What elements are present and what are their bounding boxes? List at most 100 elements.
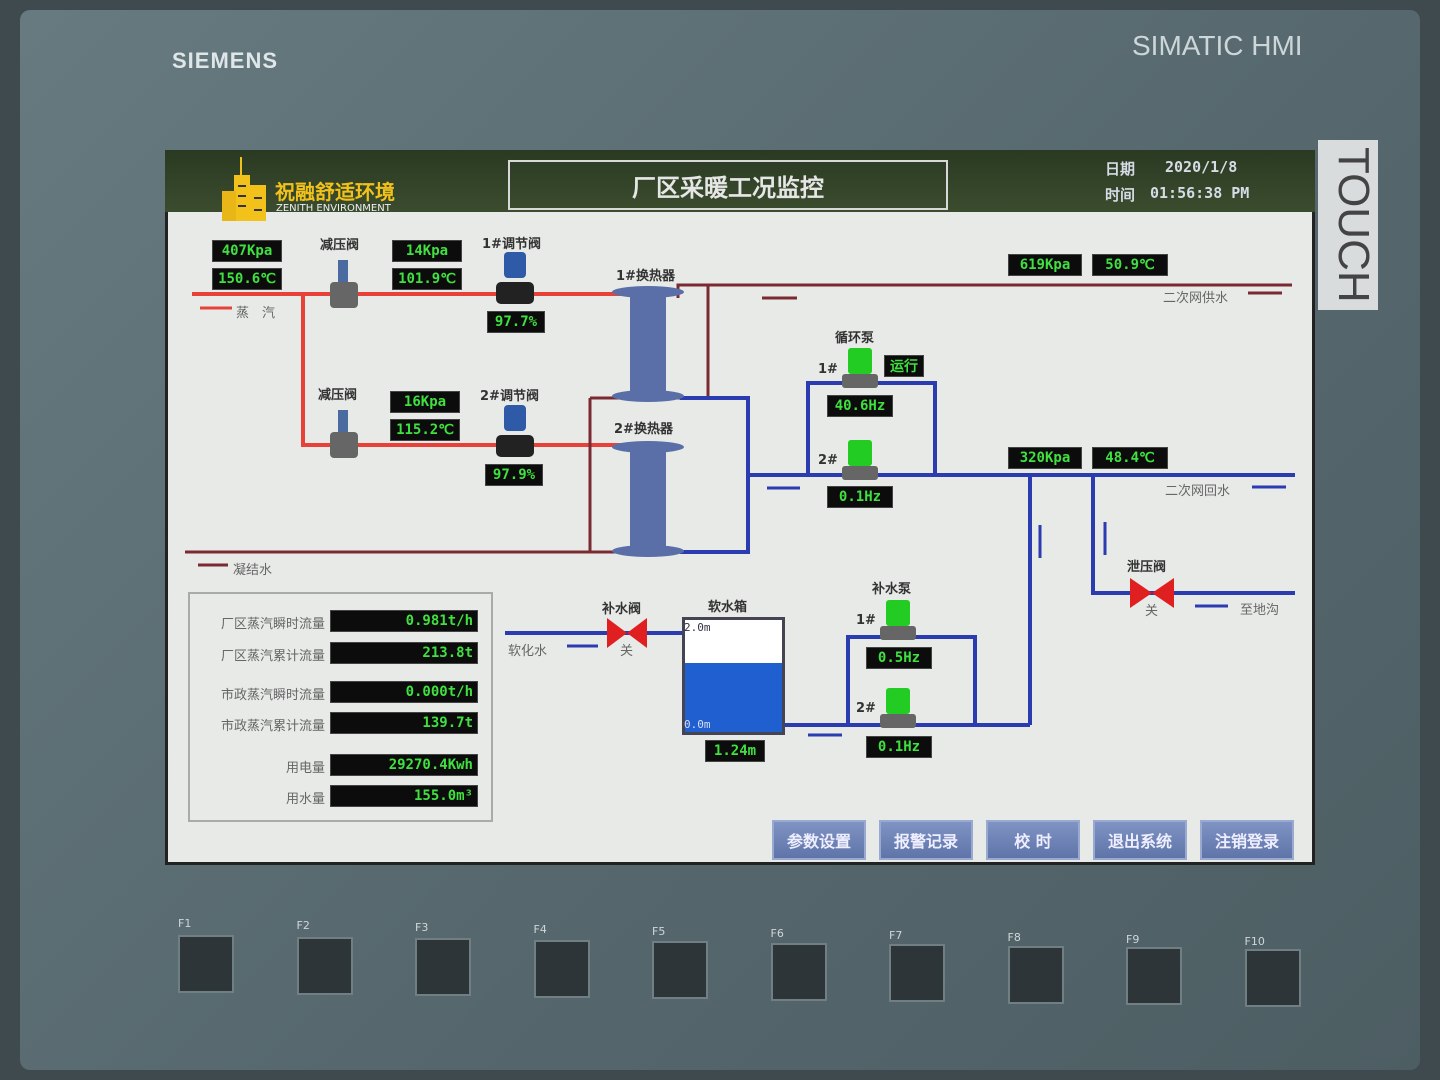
stat-label: 用电量 [285,761,325,776]
fkey-label: F8 [1007,931,1021,944]
circ-pump1-status[interactable]: 运行 [884,355,924,377]
stat-value: 0.981t/h [330,610,478,632]
tank-label: 软水箱 [708,600,748,615]
stat-value: 29270.4Kwh [330,754,478,776]
pump-icon [880,688,916,728]
t2-display: 115.2℃ [390,419,460,441]
function-key-f1[interactable] [178,935,234,993]
relief-valve-state[interactable]: 关 [1145,604,1159,619]
control-valve-icon [496,405,534,457]
p2-display: 16Kpa [390,391,460,413]
circ-pump1-id: 1# [818,362,838,377]
p1-display: 14Kpa [392,240,462,262]
makeup-pump-label: 补水泵 [872,582,912,597]
prv2-label: 减压阀 [318,388,358,403]
soft-water-tank [682,617,785,735]
pressure-reducing-valve-icon [330,410,358,458]
valve2-opening: 97.9% [485,464,543,486]
exit-system-button[interactable]: 退出系统 [1093,820,1187,860]
time-value: 01:56:38 PM [1150,184,1250,202]
stats-panel [188,592,493,822]
return-label: 二次网回水 [1165,484,1231,499]
stat-label: 市政蒸汽累计流量 [220,719,325,734]
siemens-logo: SIEMENS [172,48,279,73]
company-logo-text: 祝融舒适环境 [275,180,395,204]
function-key-f10[interactable] [1244,948,1301,1007]
stat-label: 用水量 [285,792,325,807]
return-pressure: 320Kpa [1008,447,1082,469]
pump-icon [880,600,916,640]
relief-valve-label: 泄压阀 [1127,560,1167,575]
fkey-label: F5 [652,925,666,938]
circ-pump2-id: 2# [818,453,838,468]
makeup-valve-icon [607,618,647,648]
stat-value: 155.0m³ [330,785,478,807]
valve1-label: 1#调节阀 [482,237,541,252]
fkey-label: F7 [889,929,903,942]
function-key-f7[interactable] [889,944,945,1002]
page-title: 厂区采暖工况监控 [508,160,948,210]
touch-label: TOUCH [1318,140,1378,310]
fkey-label: F4 [533,923,547,936]
parameter-settings-button[interactable]: 参数设置 [772,820,866,860]
supply-pressure: 619Kpa [1008,254,1082,276]
makeup-valve-state[interactable]: 关 [620,644,634,659]
drain-label: 至地沟 [1240,603,1280,618]
alarm-log-button[interactable]: 报警记录 [879,820,973,860]
supply-pipe [185,283,1292,554]
time-sync-button[interactable]: 校 时 [986,820,1080,860]
function-key-f9[interactable] [1126,947,1182,1005]
t1-display: 101.9℃ [392,268,462,290]
stat-label: 厂区蒸汽瞬时流量 [220,617,325,632]
makeup-pump1-freq: 0.5Hz [866,647,932,669]
return-temp: 48.4℃ [1092,447,1168,469]
date-label: 日期 [1105,160,1136,178]
condensate-label: 凝结水 [233,563,273,578]
time-label: 时间 [1105,186,1136,204]
fkey-label: F6 [770,927,784,940]
model-label: SIMATIC HMI [1132,30,1303,61]
stat-label: 市政蒸汽瞬时流量 [220,688,325,703]
soft-water-label: 软化水 [508,644,548,659]
valve1-opening: 97.7% [487,311,545,333]
relief-valve-icon [1130,578,1174,608]
logout-button[interactable]: 注销登录 [1200,820,1294,860]
function-key-f4[interactable] [533,939,590,998]
pump-icon [842,348,878,388]
circ-pump-label: 循环泵 [835,331,875,346]
valve2-label: 2#调节阀 [480,389,539,404]
heat-exchanger-icon [612,286,684,402]
control-valve-icon [496,252,534,304]
pressure-reducing-valve-icon [330,260,358,308]
makeup-pump2-id: 2# [856,701,876,716]
fkey-label: F2 [296,919,310,932]
supply-temp: 50.9℃ [1092,254,1168,276]
flow-arrow [762,291,1282,300]
heat-exchanger-icon [612,441,684,557]
pump-icon [842,440,878,480]
tank-max-label: 2.0m [684,621,711,634]
tank-water-level [685,662,782,732]
function-key-f2[interactable] [296,936,353,995]
tank-min-label: 0.0m [684,718,711,731]
stat-value: 139.7t [330,712,478,734]
date-value: 2020/1/8 [1165,158,1238,176]
steam-pressure: 407Kpa [212,240,282,262]
flow-arrow [567,485,1286,737]
company-logo-en: ZENITH ENVIRONMENT [276,203,391,214]
fkey-label: F9 [1126,933,1140,946]
fkey-label: F3 [415,921,429,934]
function-key-f6[interactable] [770,942,827,1001]
function-key-f5[interactable] [652,941,708,999]
circ-pump1-freq: 40.6Hz [827,395,893,417]
steam-label: 蒸 汽 [236,306,276,321]
function-key-f8[interactable] [1007,945,1064,1004]
stat-value: 0.000t/h [330,681,478,703]
fkey-label: F1 [178,917,192,930]
stat-value: 213.8t [330,642,478,664]
makeup-pump1-id: 1# [856,613,876,628]
circ-pump2-freq: 0.1Hz [827,486,893,508]
tank-level-display: 1.24m [705,740,765,762]
function-key-f3[interactable] [415,938,471,996]
